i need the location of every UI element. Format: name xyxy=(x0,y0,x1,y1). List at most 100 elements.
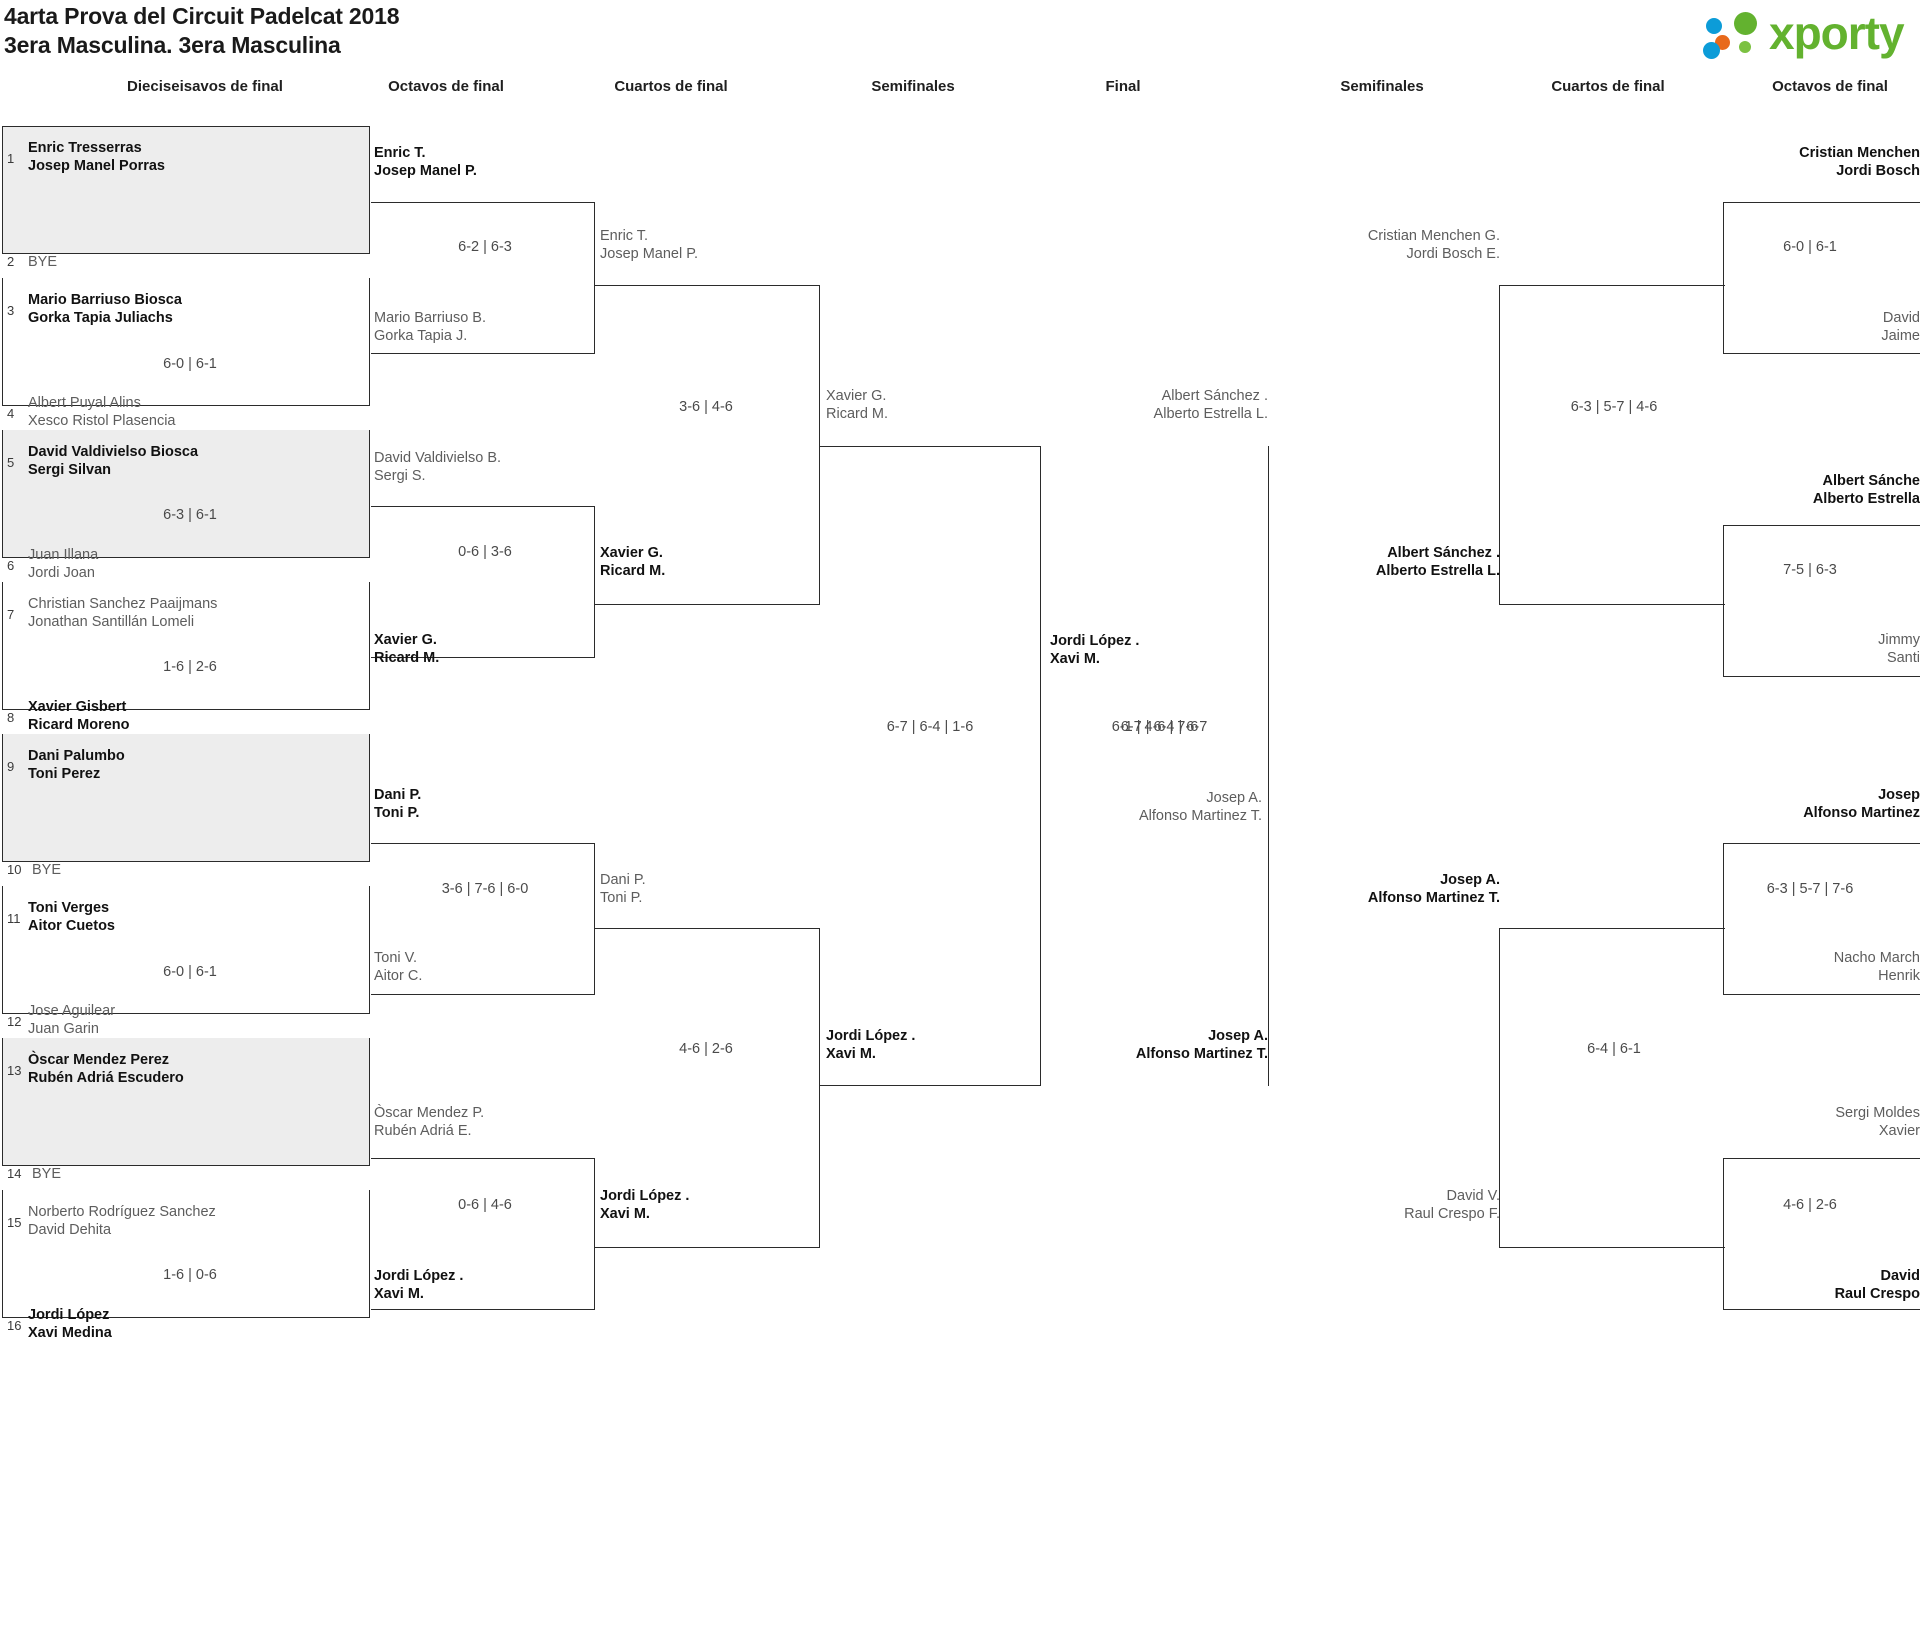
match-score: 6-3 | 5-7 | 4-6 xyxy=(1570,399,1658,415)
table-row[interactable] xyxy=(2,582,370,710)
team-name: Xavier G.Ricard M. xyxy=(600,545,666,579)
team-name: Mario Barriuso B.Gorka Tapia J. xyxy=(374,310,487,344)
table-row[interactable] xyxy=(2,734,370,862)
team-name: Jordi López .Xavi M. xyxy=(1050,633,1140,667)
table-row[interactable] xyxy=(2,126,370,254)
team-name: Josep A.Alfonso Martinez T. xyxy=(1138,790,1262,824)
seed-number: 14 xyxy=(7,1166,22,1181)
table-row[interactable] xyxy=(2,1190,370,1318)
team-name: Josep A.Alfonso Martinez T. xyxy=(1367,872,1500,906)
page-title: 4arta Prova del Circuit Padelcat 2018 3e… xyxy=(4,2,400,60)
match-score: 6-1 | 4-6 | 7-6 xyxy=(1111,719,1199,735)
bracket-connector xyxy=(1723,843,1920,995)
match-score: 1-6 | 0-6 xyxy=(163,1267,217,1283)
xporty-logo[interactable]: xporty xyxy=(1703,7,1915,60)
bracket-connector xyxy=(1723,202,1920,354)
team-name: Jordi López .Xavi M. xyxy=(600,1188,690,1222)
seed-number: 1 xyxy=(7,151,15,166)
match-score: 6-0 | 6-1 xyxy=(163,356,217,372)
seed-number: 15 xyxy=(7,1215,22,1230)
team-name: Jordi López .Xavi M. xyxy=(374,1268,464,1302)
seed-number: 5 xyxy=(7,455,15,470)
bracket-connector xyxy=(371,506,595,658)
table-row[interactable] xyxy=(2,278,370,406)
table-row[interactable] xyxy=(2,430,370,558)
match-score: 6-2 | 6-3 xyxy=(458,239,512,255)
seed-number: 6 xyxy=(7,558,15,573)
bye-label: BYE xyxy=(32,862,62,878)
logo-wordmark: xporty xyxy=(1769,7,1905,59)
match-score: 0-6 | 4-6 xyxy=(458,1197,512,1213)
team-name: Toni V.Aitor C. xyxy=(374,950,423,984)
seed-number: 13 xyxy=(7,1063,22,1078)
round-header-sf-left: Semifinales xyxy=(871,78,955,95)
match-score: 4-6 | 2-6 xyxy=(1783,1197,1837,1213)
team-name: Enric T.Josep Manel P. xyxy=(374,145,477,179)
round-header-r16-left: Dieciseisavos de final xyxy=(127,78,283,95)
match-score: 6-3 | 6-1 xyxy=(163,507,217,523)
match-score: 3-6 | 7-6 | 6-0 xyxy=(441,881,529,897)
team-name: Jordi López .Xavi M. xyxy=(826,1028,916,1062)
bye-label: BYE xyxy=(32,1166,62,1182)
round-header-qf-right: Cuartos de final xyxy=(1551,78,1665,95)
team-name: David Valdivielso B.Sergi S. xyxy=(374,450,502,484)
bracket-connector xyxy=(594,928,820,1248)
match-score: 1-6 | 2-6 xyxy=(163,659,217,675)
title-line-1: 4arta Prova del Circuit Padelcat 2018 xyxy=(4,3,400,29)
match-score: 6-3 | 5-7 | 7-6 xyxy=(1766,881,1854,897)
table-row[interactable] xyxy=(2,886,370,1014)
team-name: Enric T.Josep Manel P. xyxy=(600,228,699,262)
bracket-connector xyxy=(1040,446,1041,1086)
team-name: Dani P.Toni P. xyxy=(374,787,422,821)
round-header-r8-left: Octavos de final xyxy=(388,78,504,95)
team-name: Albert Sánchez .Alberto Estrella L. xyxy=(1153,388,1268,422)
seed-number: 9 xyxy=(7,759,15,774)
bracket-connector xyxy=(1268,446,1269,1086)
bracket-connector xyxy=(1499,928,1725,1248)
seed-number: 10 xyxy=(7,862,22,877)
seed-number: 2 xyxy=(7,254,15,269)
bracket-connector xyxy=(594,285,820,605)
match-score: 0-6 | 3-6 xyxy=(458,544,512,560)
bracket-connector xyxy=(1723,1158,1920,1310)
round-header-qf-left: Cuartos de final xyxy=(614,78,728,95)
seed-number: 12 xyxy=(7,1014,22,1029)
team-name: Cristian Menchen G.Jordi Bosch E. xyxy=(1367,228,1500,262)
bye-label: BYE xyxy=(28,254,58,270)
bracket-connector xyxy=(1723,525,1920,677)
team-name: Òscar Mendez P.Rubén Adriá E. xyxy=(374,1105,485,1139)
bracket-connector xyxy=(371,202,595,354)
team-name: Dani P.Toni P. xyxy=(600,872,646,906)
bracket-connector xyxy=(371,1158,595,1310)
match-score: 6-7 | 6-4 | 6-7 xyxy=(1120,719,1208,735)
match-score: 6-0 | 6-1 xyxy=(163,964,217,980)
match-score: 6-7 | 6-4 | 1-6 xyxy=(886,719,974,735)
logo-dots-icon xyxy=(1703,12,1765,59)
seed-number: 7 xyxy=(7,607,15,622)
team-name: Xavier G.Ricard M. xyxy=(826,388,889,422)
match-score: 3-6 | 4-6 xyxy=(679,399,733,415)
round-header-final: Final xyxy=(1105,78,1141,95)
match-score: 6-4 | 6-1 xyxy=(1587,1041,1641,1057)
table-row[interactable] xyxy=(2,1038,370,1166)
seed-number: 11 xyxy=(7,911,21,926)
title-line-2: 3era Masculina. 3era Masculina xyxy=(4,31,341,58)
bracket-connector xyxy=(819,446,1041,1086)
seed-number: 8 xyxy=(7,710,15,725)
